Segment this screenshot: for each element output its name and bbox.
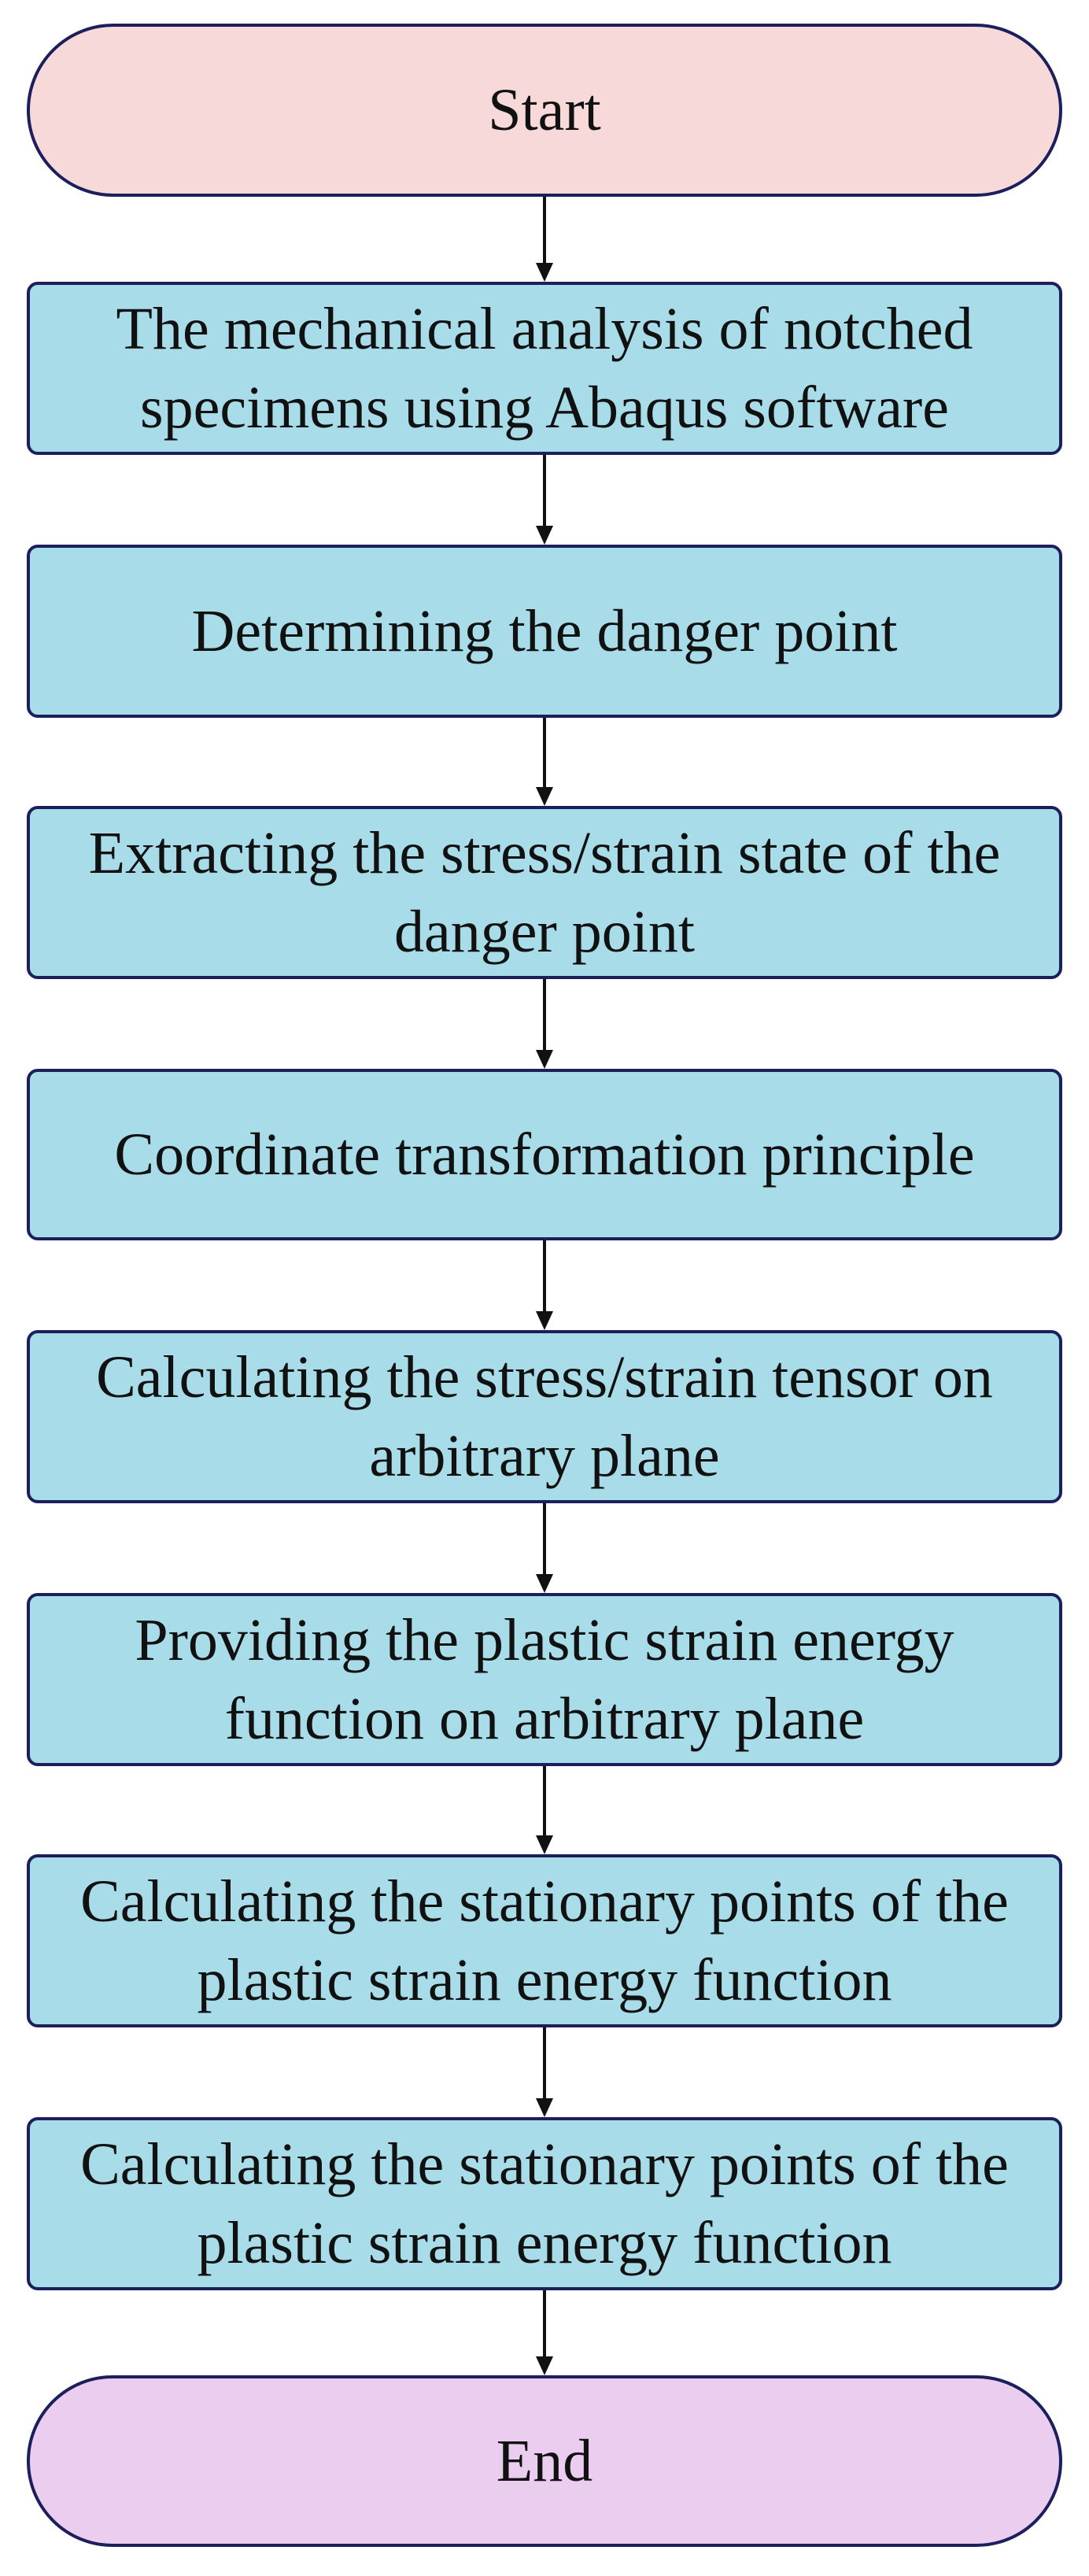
flow-arrow <box>536 455 553 545</box>
node-label: The mechanical analysis of notched speci… <box>116 295 973 441</box>
flow-arrow <box>536 979 553 1069</box>
process-box-step6: Providing the plastic strain energy func… <box>27 1593 1062 1766</box>
process-box-step2: Determining the danger point <box>27 545 1062 718</box>
end-terminal: End <box>27 2375 1062 2547</box>
flow-arrow <box>536 1503 553 1593</box>
node-label: Determining the danger point <box>191 597 898 664</box>
node-label: Providing the plastic strain energy func… <box>135 1606 954 1752</box>
arrow-head <box>536 1311 553 1330</box>
node-label: Calculating the stationary points of the… <box>80 1868 1009 2013</box>
node-label: Extracting the stress/strain state of th… <box>88 819 1001 965</box>
node-label: Calculating the stationary points of the… <box>80 2131 1009 2276</box>
process-box-step8: Calculating the stationary points of the… <box>27 2117 1062 2290</box>
arrow-head <box>536 1050 553 1069</box>
arrow-head <box>536 2098 553 2117</box>
process-box-step7: Calculating the stationary points of the… <box>27 1854 1062 2027</box>
flow-arrow <box>536 1766 553 1854</box>
arrow-head <box>536 1835 553 1854</box>
arrow-head <box>536 2356 553 2375</box>
flow-arrow <box>536 197 553 282</box>
arrow-head <box>536 263 553 282</box>
process-box-step4: Coordinate transformation principle <box>27 1069 1062 1240</box>
node-label: End <box>496 2427 593 2494</box>
node-label: Coordinate transformation principle <box>114 1121 975 1188</box>
arrow-head <box>536 787 553 806</box>
node-label: Calculating the stress/strain tensor on … <box>96 1343 993 1489</box>
node-label: Start <box>488 76 601 143</box>
flow-arrow <box>536 718 553 806</box>
flow-arrow <box>536 2290 553 2375</box>
process-box-step1: The mechanical analysis of notched speci… <box>27 282 1062 455</box>
process-box-step3: Extracting the stress/strain state of th… <box>27 806 1062 979</box>
flow-arrow <box>536 1240 553 1330</box>
arrow-head <box>536 1574 553 1593</box>
start-terminal: Start <box>27 24 1062 197</box>
arrow-head <box>536 526 553 545</box>
flow-arrow <box>536 2027 553 2117</box>
process-box-step5: Calculating the stress/strain tensor on … <box>27 1330 1062 1503</box>
